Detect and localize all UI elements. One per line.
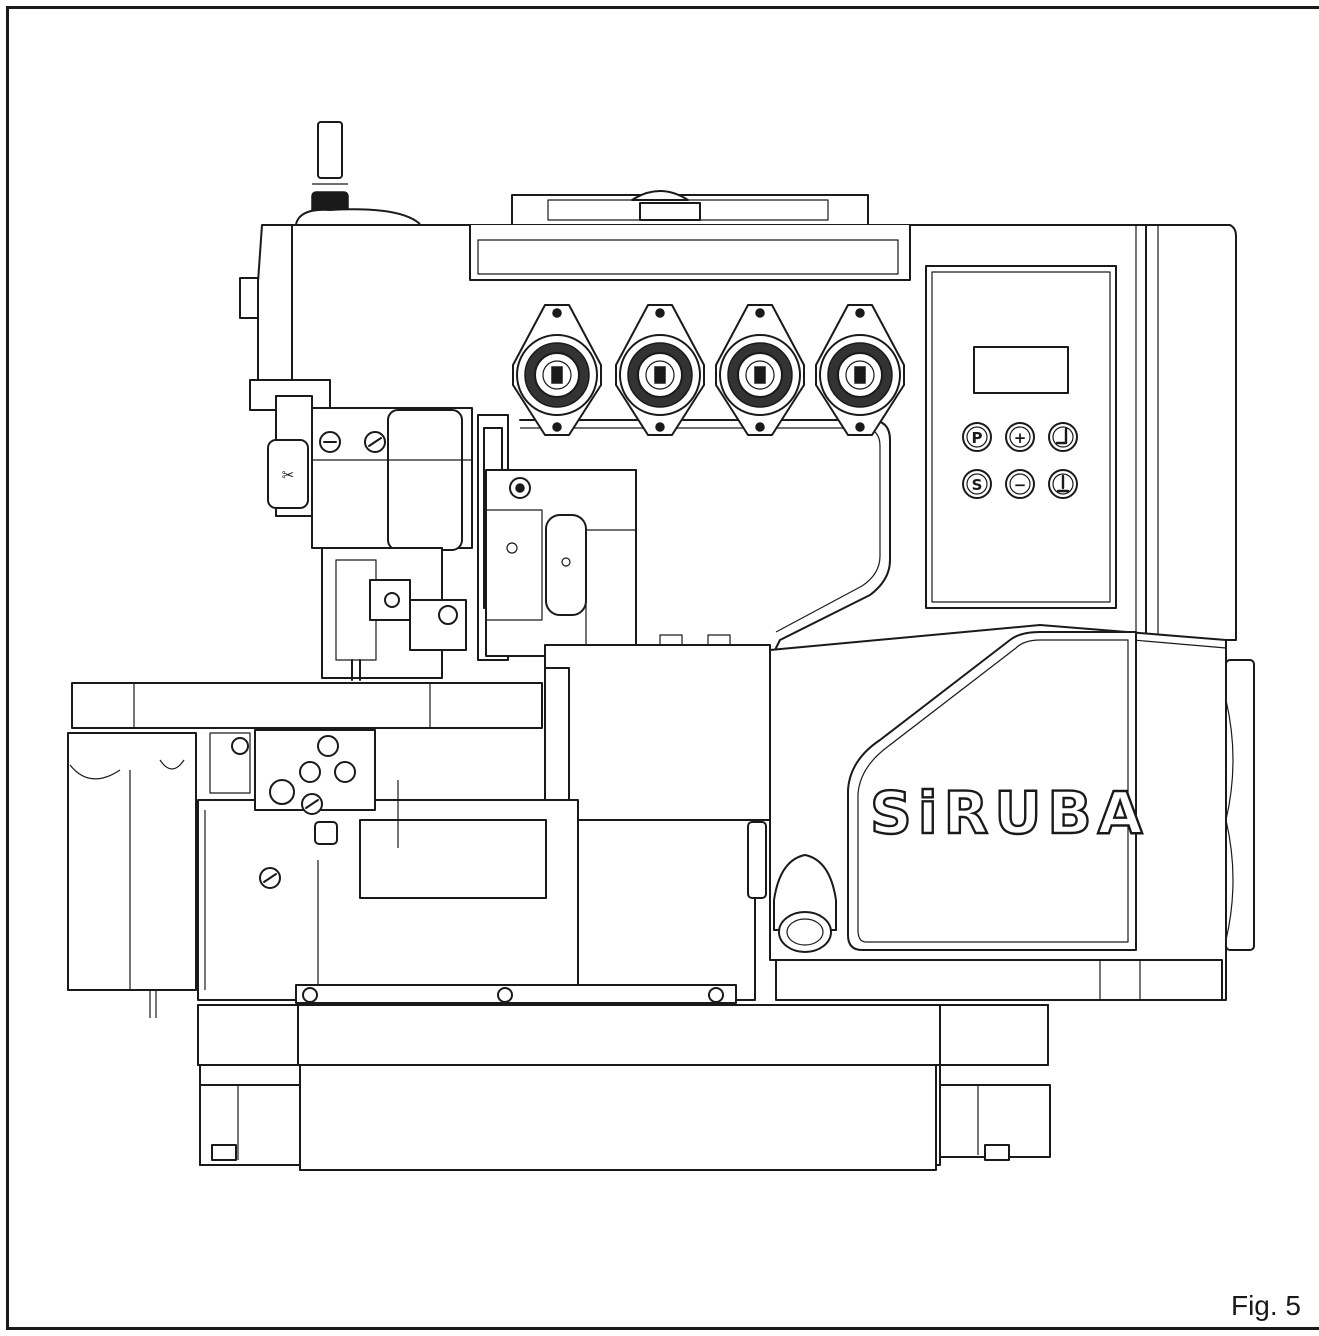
- svg-text:−: −: [1014, 476, 1027, 494]
- scissors-icon: ✂: [282, 466, 295, 484]
- svg-text:P: P: [972, 429, 983, 447]
- tension-dial-3[interactable]: [715, 304, 805, 436]
- middle-housing: [544, 634, 771, 1001]
- svg-text:S: S: [972, 476, 983, 494]
- work-bed: [67, 682, 579, 1018]
- plus-button[interactable]: +: [1005, 422, 1035, 452]
- control-panel: P + S −: [925, 265, 1117, 609]
- motor-cover: SiRUBA: [769, 624, 1255, 1001]
- top-cover: [511, 190, 869, 226]
- presser-down-button[interactable]: [1048, 469, 1078, 499]
- minus-button[interactable]: −: [1005, 469, 1035, 499]
- machine-base: [197, 1004, 1051, 1171]
- p-button[interactable]: P: [962, 422, 992, 452]
- tension-dial-2[interactable]: [615, 304, 705, 436]
- svg-text:+: +: [1014, 429, 1027, 447]
- looper-cover: [485, 469, 637, 657]
- stitch-length-knob: [295, 121, 421, 225]
- figure-caption: Fig. 5: [1230, 1290, 1301, 1321]
- presser-foot-up-icon: [1055, 427, 1068, 445]
- presser-up-button[interactable]: [1048, 422, 1078, 452]
- tension-dial-4[interactable]: [815, 304, 905, 436]
- tension-dials: [512, 304, 905, 436]
- s-button[interactable]: S: [962, 469, 992, 499]
- tension-dial-1[interactable]: [512, 304, 602, 436]
- base-screws: [295, 984, 737, 1004]
- left-head: ✂: [239, 277, 331, 517]
- handwheel[interactable]: [1225, 659, 1255, 951]
- lcd-display: [973, 346, 1069, 394]
- brand-logo: SiRUBA: [870, 779, 1149, 847]
- needle-area: [311, 407, 509, 681]
- presser-foot-down-icon: [1056, 474, 1070, 493]
